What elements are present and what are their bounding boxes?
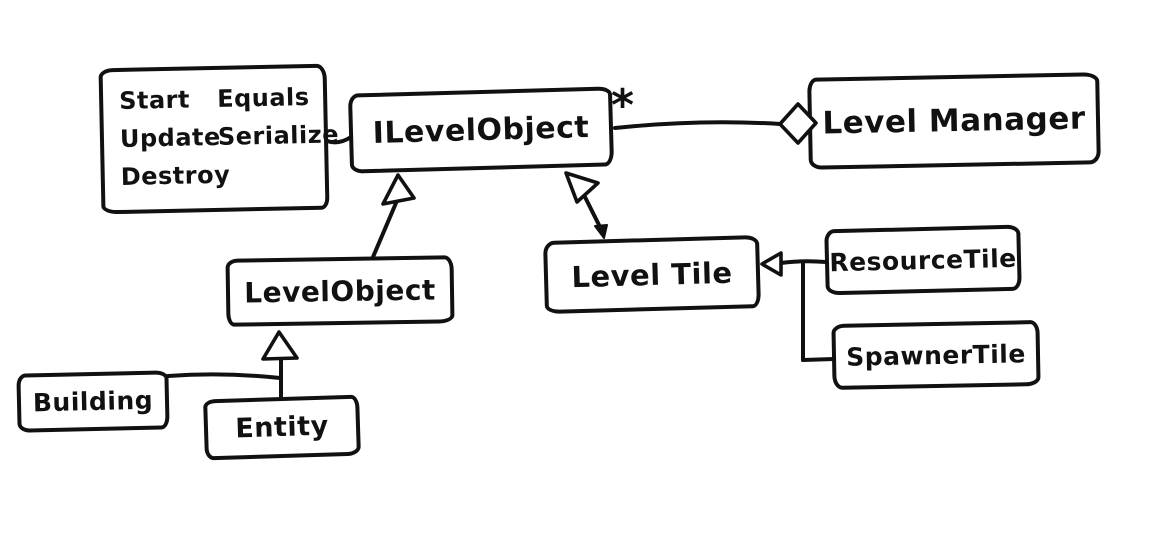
method-serialize: Serialize	[217, 120, 340, 151]
aggregation-multiplicity-star: *	[611, 80, 635, 131]
inheritance-line-levelobject	[371, 201, 398, 259]
class-label-levelobject: LevelObject	[243, 272, 437, 310]
class-box-resourcetile: ResourceTile	[824, 224, 1022, 296]
class-box-leveltile: Level Tile	[543, 234, 761, 315]
class-box-entity: Entity	[203, 394, 361, 461]
class-label-spawnertile: SpawnerTile	[845, 338, 1027, 372]
inheritance-triangle-tiles-icon	[760, 251, 783, 277]
method-start: Start	[118, 85, 191, 115]
class-box-spawnertile: SpawnerTile	[831, 320, 1041, 390]
tiles-connector-top	[779, 259, 828, 265]
inheritance-triangle-entity-building-icon	[261, 330, 299, 361]
arrow-tip-leveltile-icon	[594, 224, 608, 239]
inheritance-triangle-levelobject-icon	[381, 173, 416, 206]
class-box-ilevelobject: ILevelObject	[347, 86, 615, 174]
method-equals: Equals	[216, 82, 310, 113]
method-destroy: Destroy	[120, 160, 231, 191]
inheritance-triangle-leveltile-icon	[564, 171, 600, 204]
class-label-resourcetile: ResourceTile	[829, 243, 1017, 277]
class-box-building: Building	[16, 370, 170, 433]
class-label-building: Building	[32, 385, 154, 418]
interface-methods-note: Start Equals Update Serialize Destroy	[98, 63, 339, 215]
class-box-levelmanager: Level Manager	[807, 72, 1101, 170]
tiles-connector-bottom	[801, 357, 836, 362]
building-connector-line	[166, 372, 282, 380]
class-label-leveltile: Level Tile	[571, 255, 733, 294]
inheritance-line-leveltile	[583, 195, 605, 235]
aggregation-line	[613, 120, 782, 130]
interface-methods-list: Start Equals Update Serialize Destroy	[119, 79, 340, 194]
class-label-entity: Entity	[234, 410, 330, 445]
class-label-levelmanager: Level Manager	[822, 100, 1086, 142]
class-label-ilevelobject: ILevelObject	[372, 109, 590, 151]
method-update: Update	[119, 122, 222, 153]
class-box-levelobject: LevelObject	[225, 255, 455, 327]
